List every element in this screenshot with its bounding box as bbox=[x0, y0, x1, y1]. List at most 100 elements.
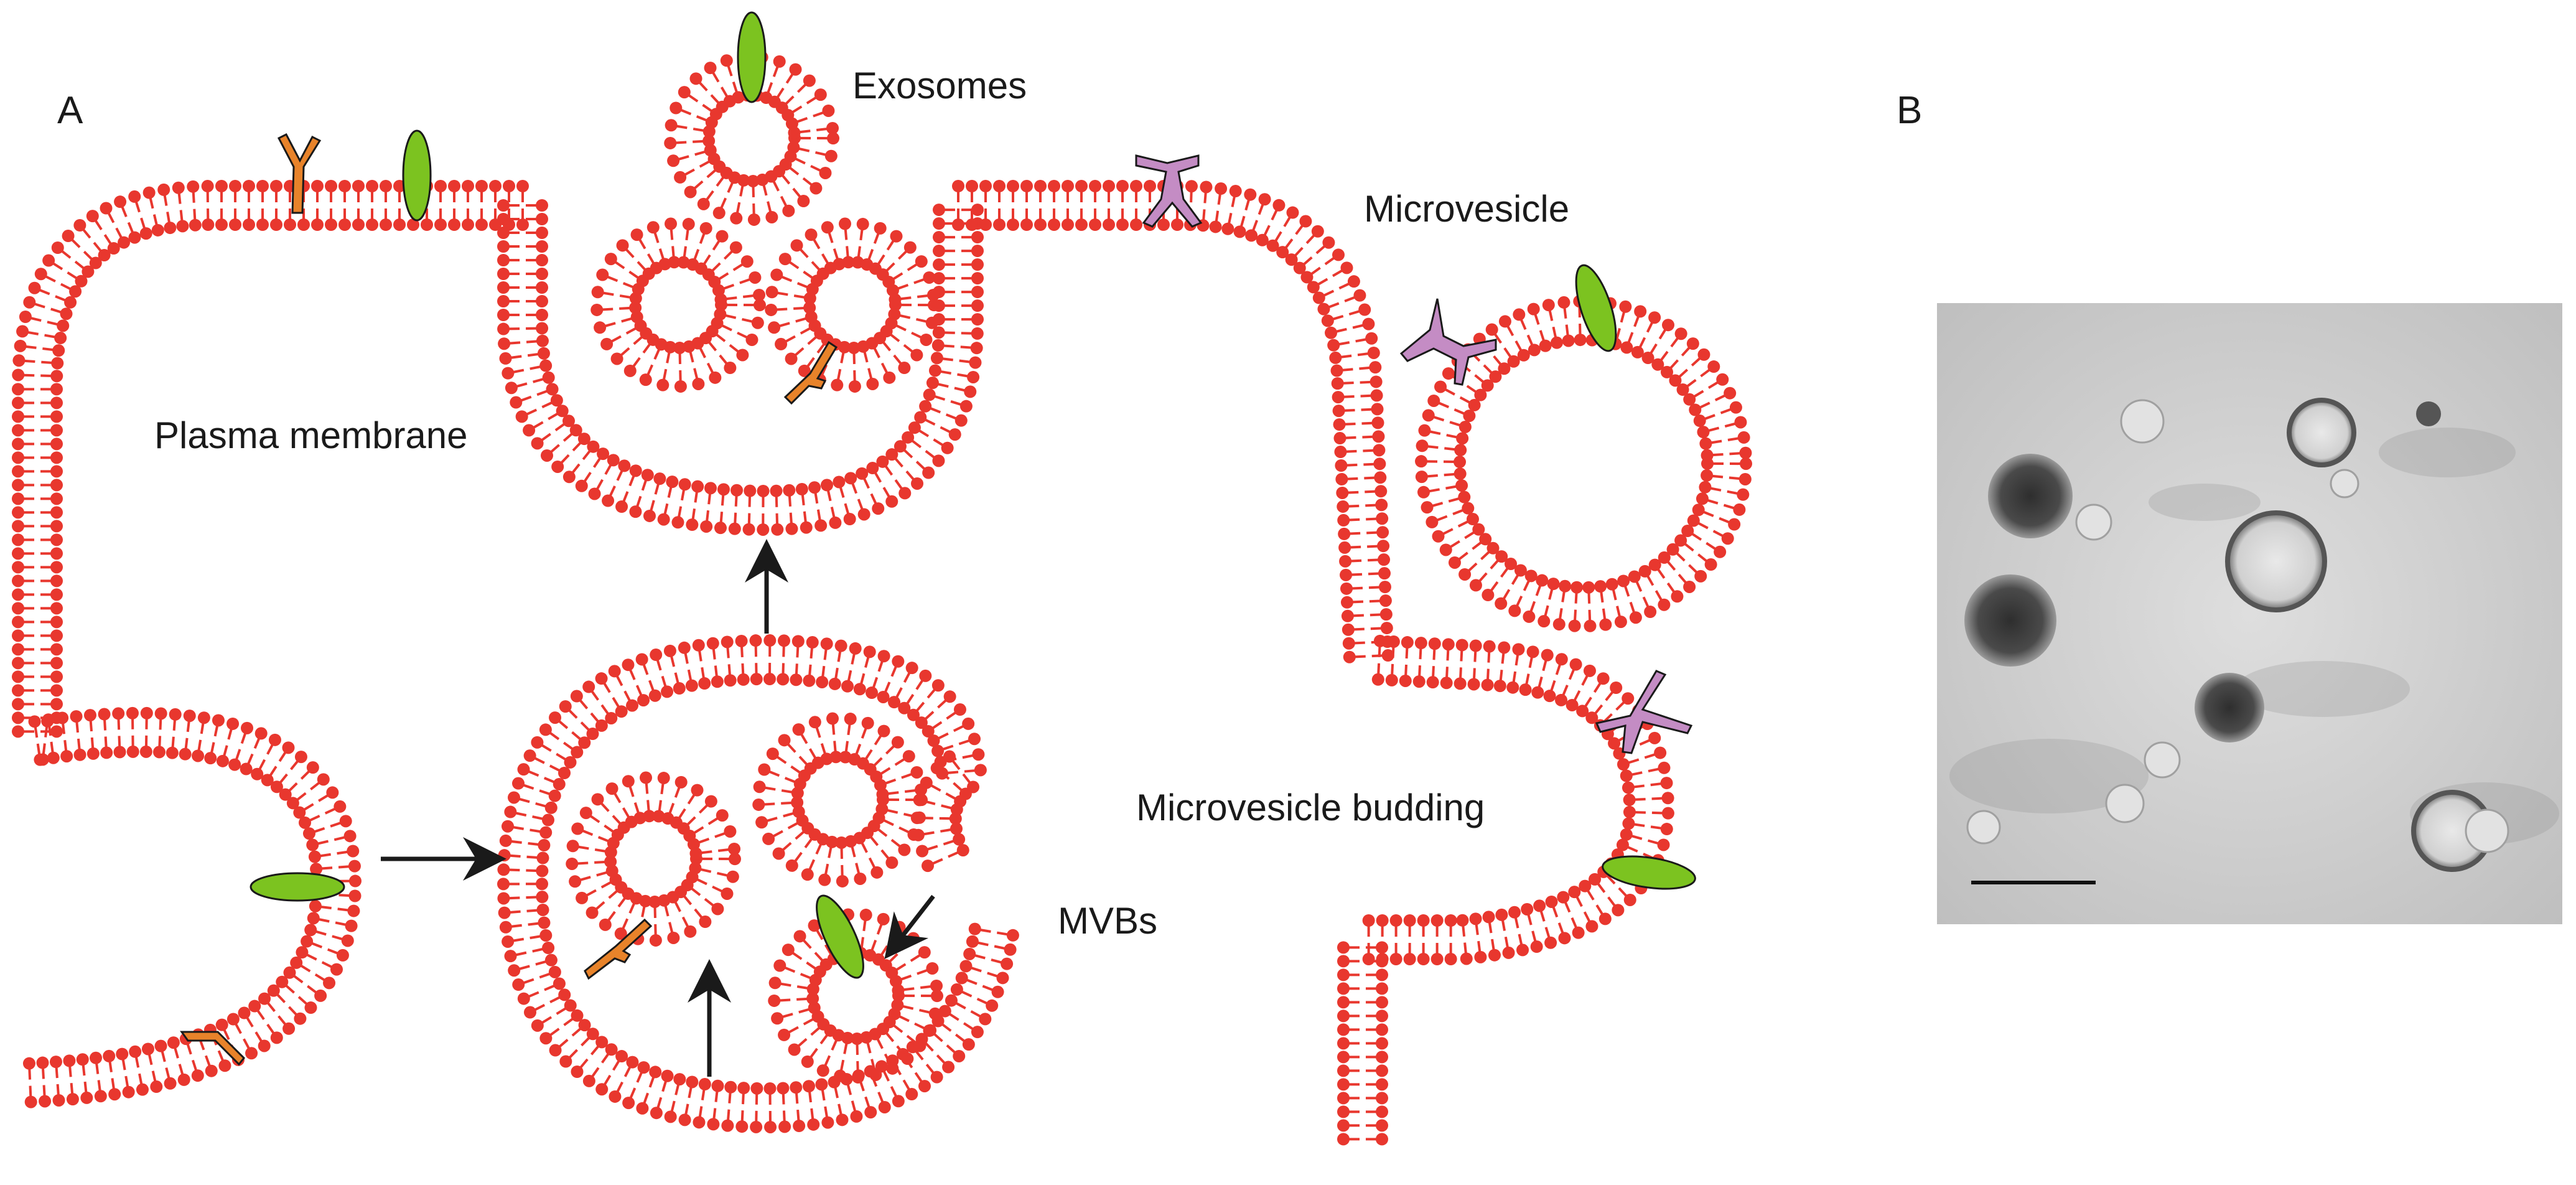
lipid-head bbox=[1116, 218, 1129, 231]
lipid-head bbox=[807, 1118, 820, 1131]
lipid-head bbox=[605, 864, 618, 878]
lipid-head bbox=[622, 658, 635, 672]
lipid-head bbox=[1362, 914, 1375, 927]
lipid-head bbox=[1508, 906, 1521, 919]
lipid-head bbox=[915, 255, 928, 268]
lipid-head bbox=[1619, 300, 1632, 313]
lipid-head bbox=[869, 1068, 882, 1081]
lipid-head bbox=[1062, 180, 1074, 192]
lipid-head bbox=[828, 677, 841, 690]
lipid-head bbox=[1376, 1023, 1388, 1036]
lipid-head bbox=[47, 751, 60, 764]
lipid-head bbox=[511, 777, 525, 790]
ilv-left bbox=[566, 771, 741, 947]
lipid-head bbox=[380, 218, 392, 232]
green-protein-plasma-membrane bbox=[402, 129, 432, 222]
lipid-head bbox=[967, 370, 980, 383]
lipid-head bbox=[1568, 886, 1581, 899]
lipid-head bbox=[1244, 188, 1257, 201]
lipid-head bbox=[915, 716, 928, 729]
lipid-head bbox=[1566, 698, 1579, 711]
lipid-head bbox=[622, 1097, 635, 1110]
lipid-head bbox=[1362, 953, 1375, 965]
lipid-head bbox=[1739, 446, 1752, 459]
lipid-head bbox=[345, 919, 358, 932]
lipid-head bbox=[215, 180, 228, 192]
lipid-head bbox=[136, 1083, 149, 1096]
lipid-head bbox=[777, 673, 790, 686]
lipid-head bbox=[637, 1061, 650, 1074]
lipid-head bbox=[1377, 540, 1390, 553]
lipid-head bbox=[920, 333, 933, 346]
lipid-head bbox=[702, 134, 716, 148]
lipid-head bbox=[448, 218, 460, 232]
lipid-head bbox=[536, 334, 549, 347]
lipid-head bbox=[591, 793, 604, 806]
lipid-head bbox=[773, 55, 786, 68]
lipid-head bbox=[1300, 271, 1314, 284]
lipid-head bbox=[270, 218, 282, 231]
lipid-head bbox=[50, 657, 63, 670]
lipid-head bbox=[150, 1080, 163, 1094]
lipid-head bbox=[877, 724, 890, 738]
lipid-head bbox=[309, 899, 322, 912]
lipid-head bbox=[50, 533, 63, 546]
lipid-head bbox=[176, 220, 189, 233]
lipid-head bbox=[497, 227, 510, 239]
lipid-head bbox=[889, 293, 902, 306]
lipid-head bbox=[1734, 416, 1747, 429]
lipid-head bbox=[1550, 336, 1563, 349]
lipid-head bbox=[758, 763, 771, 776]
lipid-head bbox=[1414, 637, 1427, 650]
lipid-head bbox=[1638, 564, 1651, 578]
lipid-head bbox=[785, 859, 798, 872]
lipid-head bbox=[670, 101, 683, 115]
lipid-head bbox=[698, 677, 711, 690]
lipid-head bbox=[12, 643, 25, 656]
lipid-head bbox=[566, 857, 579, 870]
lipid-head bbox=[728, 842, 741, 855]
lipid-head bbox=[542, 371, 555, 384]
lipid-head bbox=[1371, 416, 1384, 429]
lipid-head bbox=[499, 834, 512, 847]
lipid-head bbox=[615, 705, 628, 718]
lipid-head bbox=[856, 467, 869, 480]
lipid-head bbox=[933, 258, 945, 271]
lipid-head bbox=[434, 218, 447, 232]
lipid-head bbox=[407, 218, 419, 232]
lipid-head bbox=[1507, 355, 1520, 368]
process-arrows bbox=[381, 539, 935, 1077]
lipid-head bbox=[1007, 180, 1019, 192]
lipid-head bbox=[1472, 523, 1485, 536]
lipid-head bbox=[80, 1091, 93, 1104]
lipid-head bbox=[1362, 317, 1375, 330]
lipid-head bbox=[1157, 218, 1170, 231]
label-mvbs: MVBs bbox=[1058, 900, 1157, 942]
lipid-head bbox=[910, 349, 923, 362]
lipid-head bbox=[805, 311, 818, 324]
lipid-head bbox=[637, 694, 650, 707]
lipid-head bbox=[745, 333, 758, 346]
membrane-plasma-left bbox=[12, 180, 530, 766]
lipid-head bbox=[1421, 501, 1434, 514]
green-protein-budding bbox=[1602, 855, 1696, 890]
lipid-head bbox=[126, 706, 139, 719]
lipid-head bbox=[1728, 518, 1741, 531]
lipid-head bbox=[1245, 229, 1258, 242]
lipid-head bbox=[86, 210, 99, 223]
lipid-head bbox=[1458, 568, 1472, 581]
membrane-mvb bbox=[497, 634, 1019, 1133]
lipid-head bbox=[1337, 1133, 1350, 1146]
lipid-head bbox=[877, 690, 890, 703]
lipid-head bbox=[597, 447, 610, 461]
lipid-head bbox=[848, 380, 861, 393]
lipid-head bbox=[979, 180, 992, 192]
lipid-head bbox=[243, 180, 255, 192]
lipid-head bbox=[752, 798, 765, 811]
lipid-head bbox=[953, 833, 966, 846]
lipid-head bbox=[1416, 439, 1429, 452]
lipid-head bbox=[1716, 373, 1729, 386]
lipid-head bbox=[1498, 362, 1511, 375]
lipid-head bbox=[140, 706, 153, 719]
lipid-head bbox=[765, 210, 778, 223]
